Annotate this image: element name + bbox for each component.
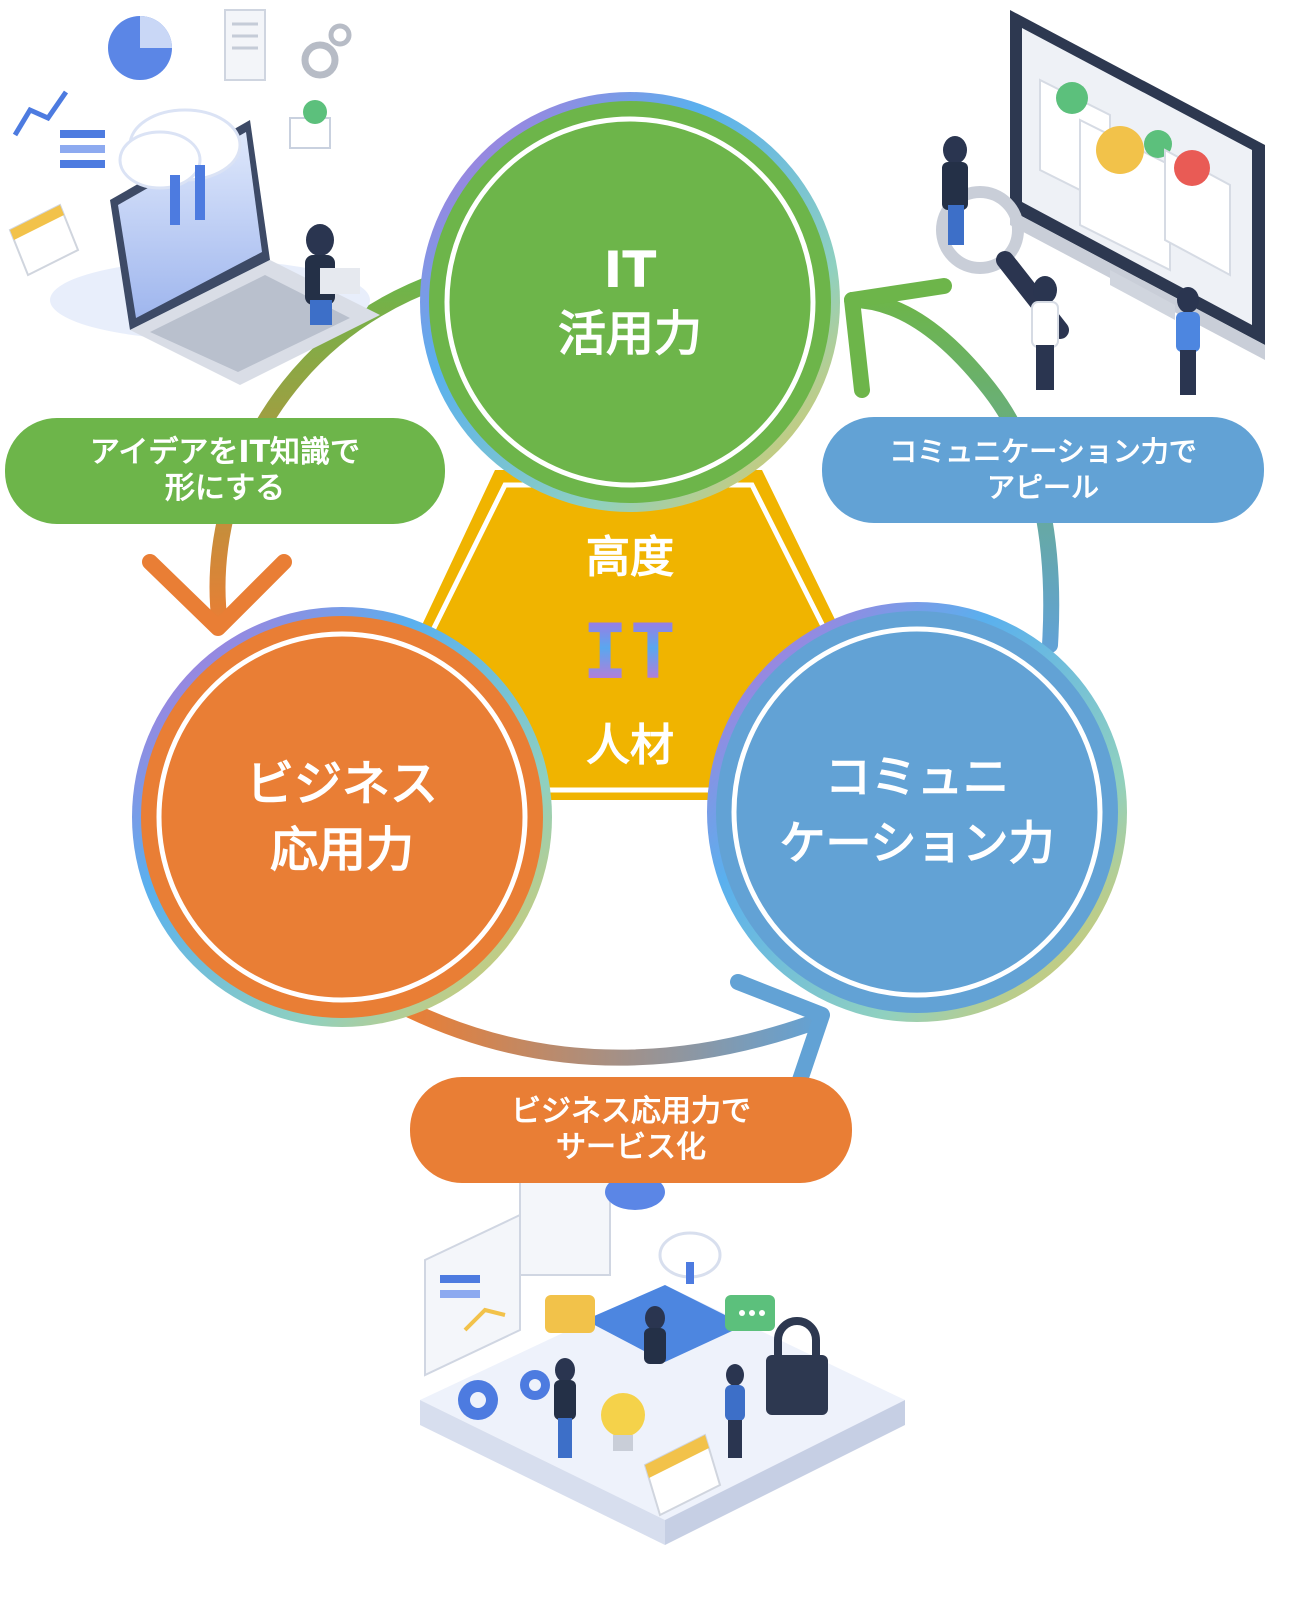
center-label: 高度 IT 人材	[560, 532, 700, 772]
arrowhead-business	[142, 554, 292, 636]
circle-it	[420, 92, 840, 512]
center-line3: 人材	[586, 720, 674, 771]
it-skill-label: IT 活用力	[480, 222, 780, 382]
arrowhead-it	[844, 278, 952, 398]
it-skill-line2: 活用力	[557, 306, 702, 362]
pill-service-line2: サービス化	[556, 1130, 706, 1165]
business-skill-label: ビジネス 応用力	[192, 742, 492, 892]
pill-idea: アイデアをIT知識で 形にする	[5, 418, 445, 524]
circle-business	[132, 607, 552, 1027]
monitor-profiles-illustration	[936, 10, 1265, 395]
circle-communication	[707, 602, 1127, 1022]
communication-skill-line2: ケーション力	[779, 816, 1055, 870]
laptop-cloud-illustration	[8, 9, 380, 385]
pill-idea-line2: 形にする	[164, 471, 286, 506]
pill-appeal-line2: アピール	[986, 471, 1099, 504]
isometric-workspace-illustration	[420, 1174, 905, 1545]
pill-service: ビジネス応用力で サービス化	[410, 1077, 852, 1183]
center-line2: IT	[582, 607, 678, 696]
center-line1: 高度	[586, 532, 674, 583]
pill-appeal-line1: コミュニケーション力で	[889, 435, 1197, 468]
arc-communication-to-it	[844, 292, 1060, 653]
business-skill-line2: 応用力	[269, 822, 414, 878]
pill-appeal: コミュニケーション力で アピール	[822, 417, 1264, 523]
communication-skill-label: コミュニ ケーション力	[740, 735, 1094, 885]
arrowhead-communication	[730, 974, 830, 1088]
business-skill-line1: ビジネス	[245, 756, 438, 812]
it-skill-line1: IT	[603, 241, 657, 299]
pill-service-line1: ビジネス応用力で	[511, 1094, 751, 1129]
communication-skill-line1: コミュニ	[825, 750, 1009, 804]
pill-idea-line1: アイデアをIT知識で	[89, 435, 361, 470]
arc-business-to-communication	[402, 1002, 828, 1066]
